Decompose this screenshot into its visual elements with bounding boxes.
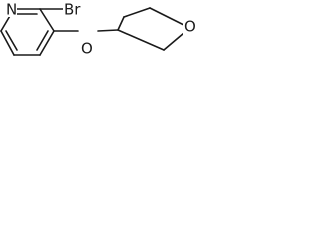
- double-bond-c5-c6: [5, 30, 18, 51]
- ether-oxygen-label-bg: [80, 40, 96, 57]
- ring-oxygen-label: O: [184, 18, 196, 36]
- nitrogen-label-bg: [5, 1, 17, 17]
- nitrogen-label: N: [6, 1, 17, 19]
- bond-thf-c2-c3: [117, 29, 165, 51]
- molecule-structure: N Br O O: [0, 1, 199, 58]
- ring-oxygen-label-bg: [183, 18, 199, 35]
- bond-thf-c4-c5: [123, 7, 151, 18]
- ether-oxygen-label: O: [81, 40, 93, 58]
- structure-diagram: N Br O O: [0, 0, 214, 98]
- bond-o-c3prime: [97, 29, 119, 32]
- pyridine-ring: [0, 8, 55, 56]
- double-bond-c3-c4: [36, 30, 49, 51]
- bond-c5-c6: [0, 30, 15, 56]
- bond-thf-c3-c4: [117, 16, 125, 31]
- bromine-label-bg: [63, 1, 87, 17]
- bromine-label: Br: [64, 1, 81, 19]
- tetrahydrofuran-ring: [117, 7, 191, 51]
- bond-c2-c3: [39, 8, 55, 32]
- bond-c3-c4: [39, 30, 55, 56]
